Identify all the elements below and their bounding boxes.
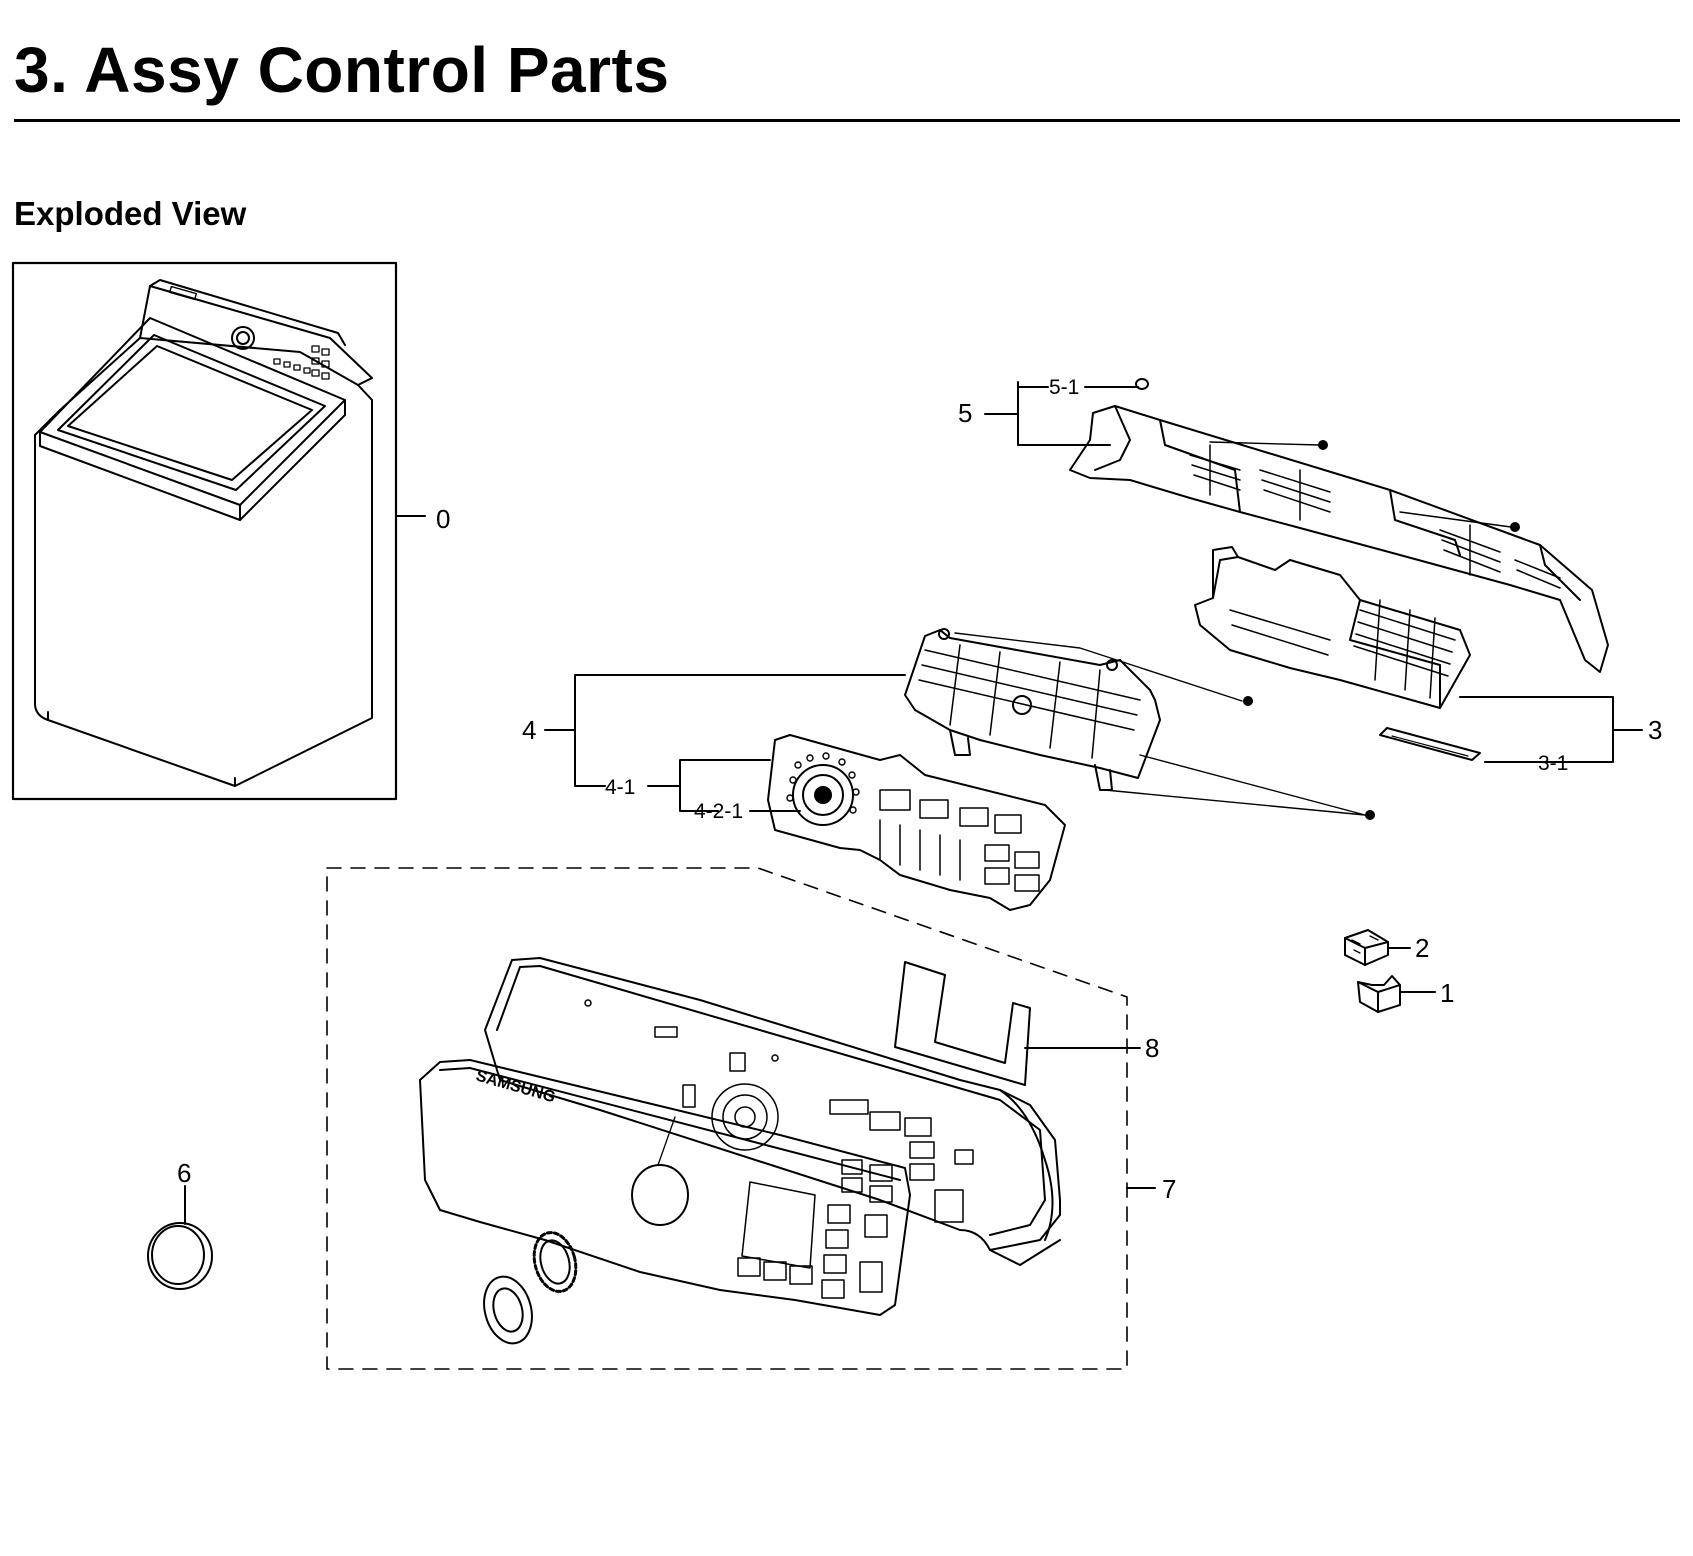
washer-overview <box>11 261 426 801</box>
part-3-pcb-cover <box>1194 546 1643 763</box>
callout-2: 2 <box>1415 933 1429 963</box>
callout-4-1: 4-1 <box>605 776 635 799</box>
parts-1-2-fittings <box>1344 929 1436 1013</box>
part-4-1-pcb <box>647 734 1066 911</box>
callout-6: 6 <box>177 1158 191 1188</box>
callout-5-1: 5-1 <box>1049 376 1079 399</box>
callout-3: 3 <box>1648 715 1662 745</box>
callout-5: 5 <box>958 398 972 428</box>
callout-4: 4 <box>522 715 536 745</box>
page-title: 3. Assy Control Parts <box>14 34 670 106</box>
part-7-panel-assembly: SAMSUNG <box>326 867 1156 1370</box>
part-6-knob <box>147 1185 213 1290</box>
callout-0: 0 <box>436 504 450 534</box>
part-8-sheet <box>894 961 1141 1086</box>
callout-8: 8 <box>1145 1033 1159 1063</box>
callout-4-2-1: 4-2-1 <box>694 800 743 823</box>
part-5-housing <box>984 378 1609 673</box>
part-4-main-frame <box>544 628 1375 820</box>
section-subtitle: Exploded View <box>14 195 247 232</box>
title-rule <box>14 119 1680 122</box>
brand-logo-samsung: SAMSUNG <box>474 1068 557 1107</box>
callout-7: 7 <box>1162 1174 1176 1204</box>
callout-3-1: 3-1 <box>1538 752 1568 775</box>
callout-labels: 0 1 2 3 3-1 4 4-1 4-2-1 5 5-1 6 7 8 <box>177 376 1662 1204</box>
callout-1: 1 <box>1440 978 1454 1008</box>
